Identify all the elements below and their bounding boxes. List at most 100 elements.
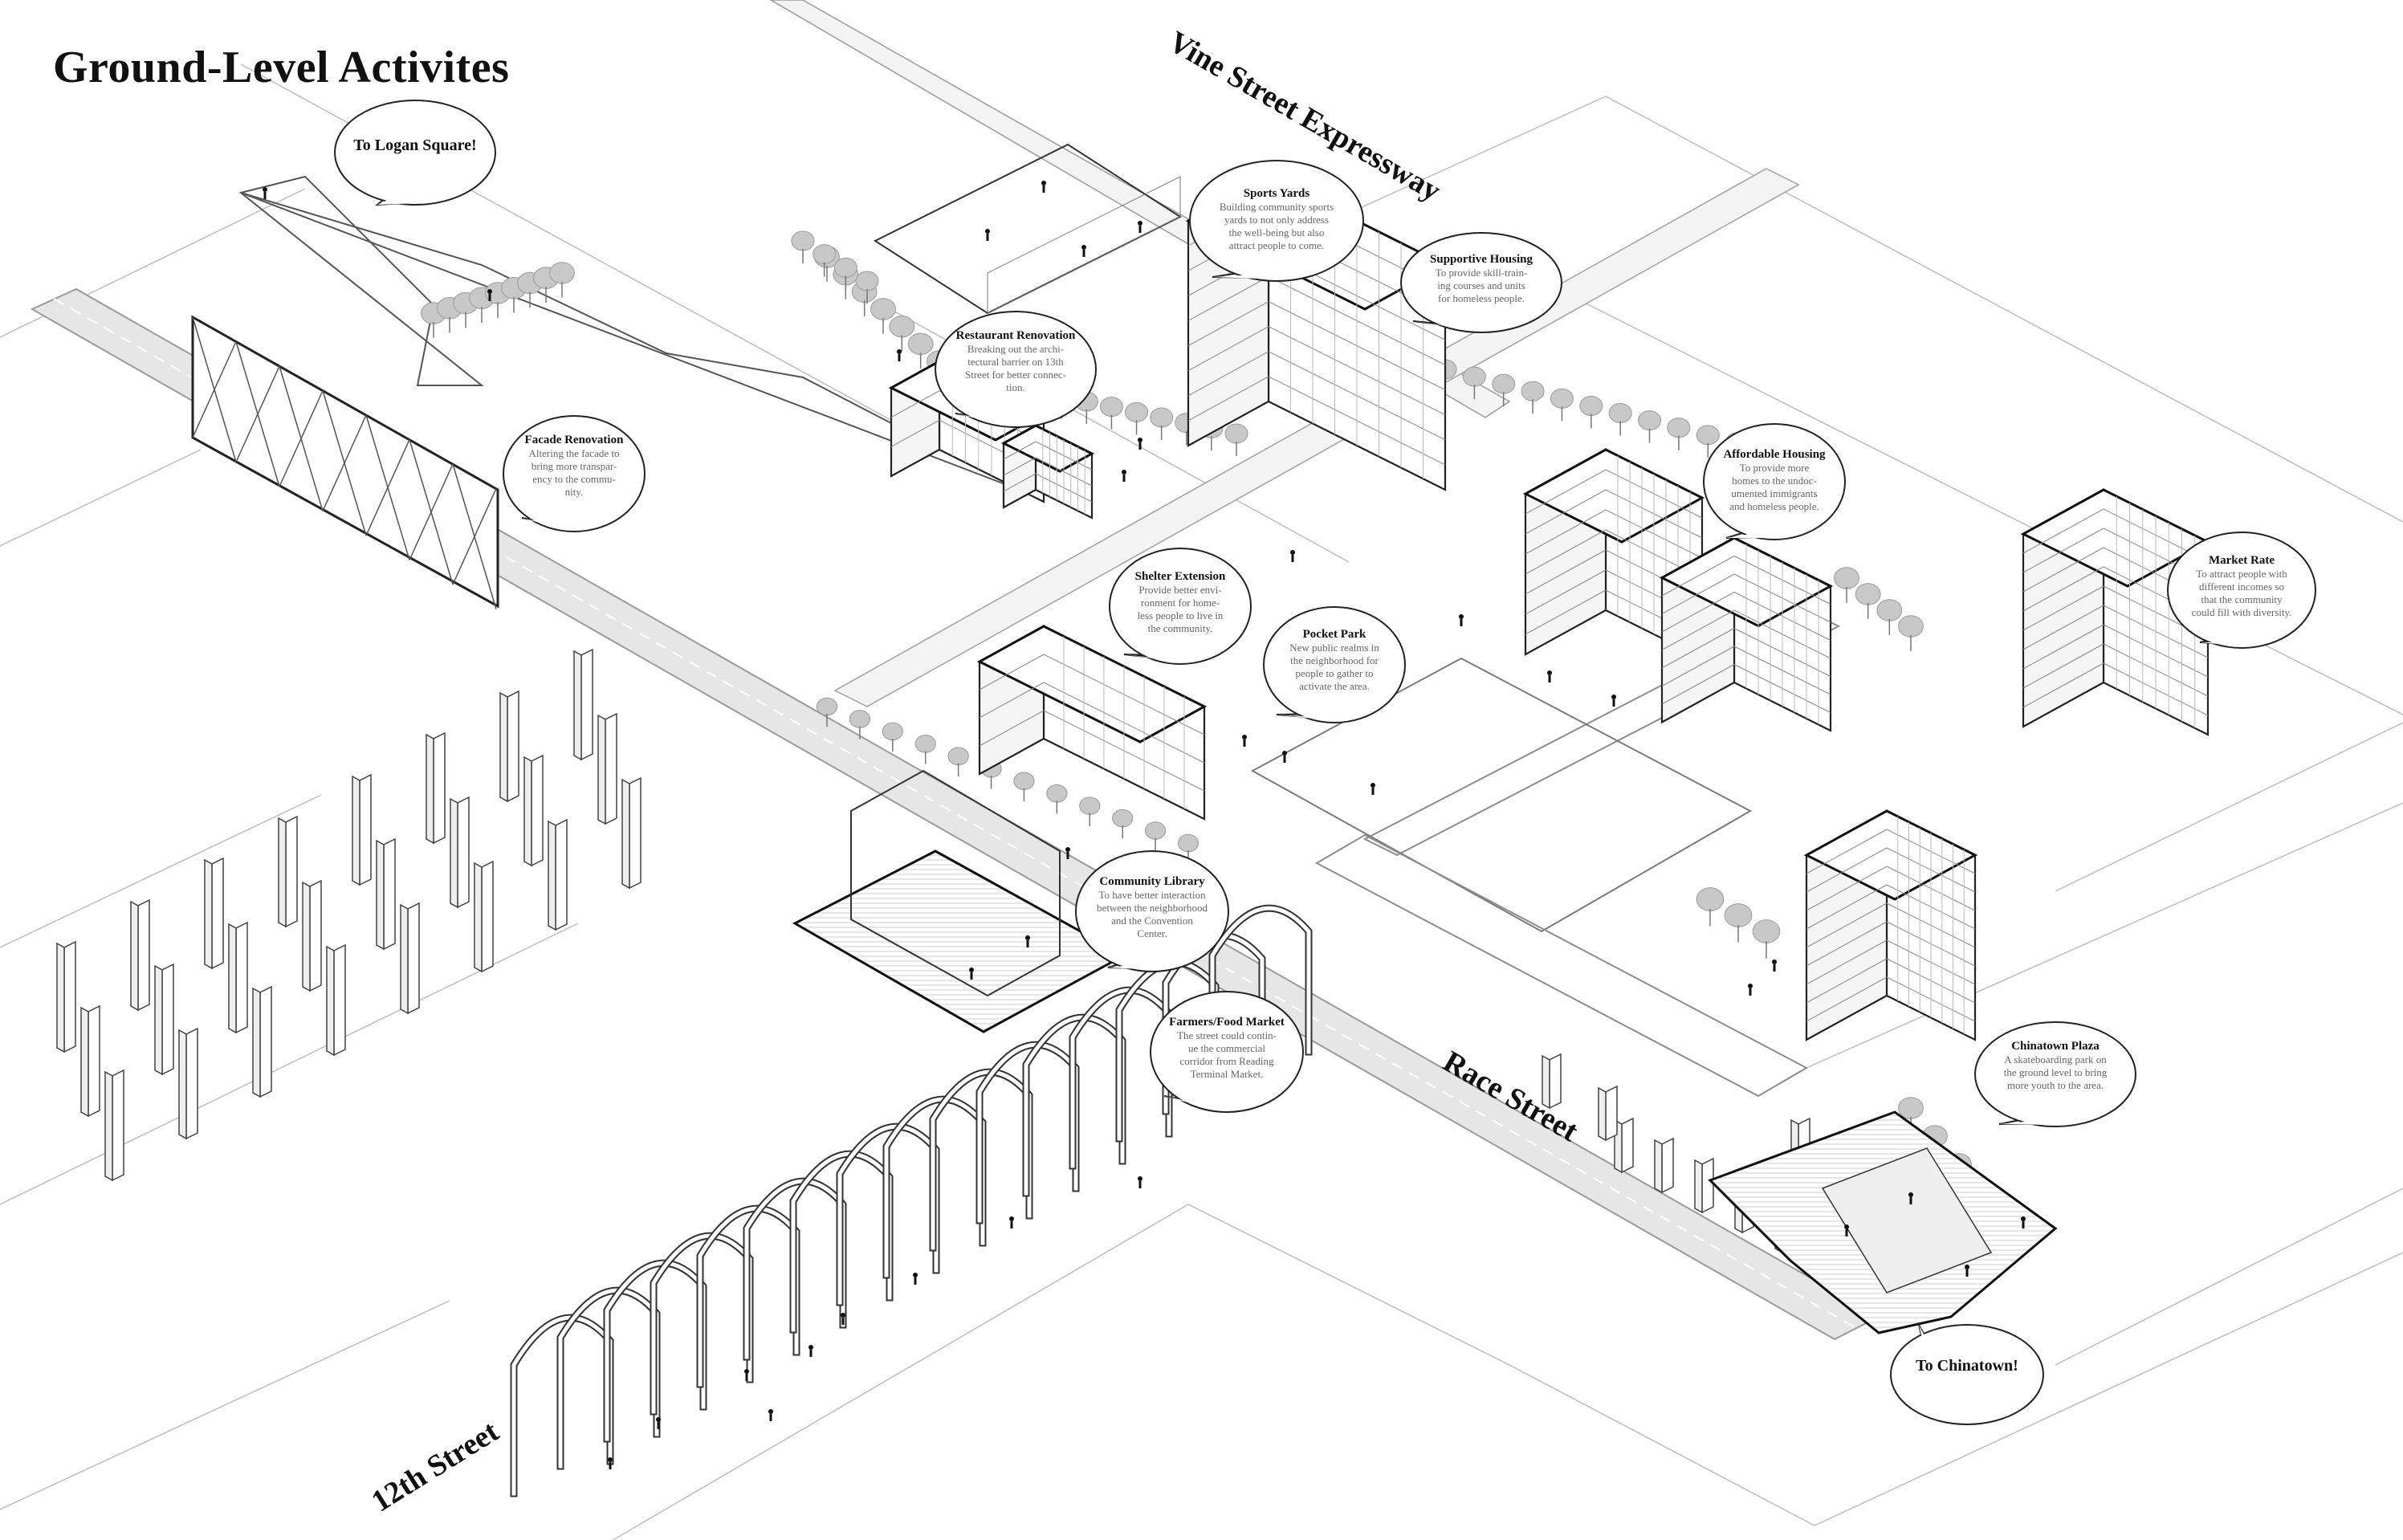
- affordable-housing-a-floor-line: [1525, 569, 1607, 615]
- page-title: Ground-Level Activites: [53, 43, 510, 92]
- tree: [1462, 366, 1486, 400]
- market-rate-lower-floor-line: [1806, 829, 1888, 874]
- affordable-housing-a-floor-line: [1525, 529, 1607, 575]
- person-head: [2021, 1216, 2026, 1221]
- tree-canopy: [855, 271, 879, 291]
- person-head: [1908, 1192, 1913, 1197]
- callout-affordable-housing-line: and homeless people.: [1729, 500, 1819, 512]
- affordable-housing-b-floor-line: [1661, 646, 1735, 686]
- column-face: [88, 1004, 100, 1118]
- market-rate-tower-floor-line: [2022, 566, 2104, 612]
- affordable-housing-a-floor-line: [1525, 549, 1607, 595]
- callout-farmers-market-title: Farmers/Food Market: [1169, 1016, 1285, 1029]
- column-side: [154, 964, 163, 1076]
- column-side: [1654, 1139, 1663, 1194]
- person-head: [768, 1409, 773, 1414]
- parcel-line: [2055, 1188, 2403, 1366]
- callout-pocket-park-title: Pocket Park: [1302, 628, 1366, 641]
- shelter-extension-floor-line: [979, 682, 1045, 719]
- tree: [907, 332, 934, 369]
- affordable-bubble-tail-fill: [1726, 533, 1776, 538]
- supportive-housing-floor-line: [1187, 276, 1269, 321]
- column-side: [352, 775, 360, 886]
- column-side: [573, 650, 582, 761]
- skate-bowl: [1821, 1147, 1993, 1294]
- library-frame: [850, 769, 1061, 997]
- tree-canopy: [1834, 567, 1859, 589]
- arch-inner: [931, 1069, 1032, 1250]
- tree: [849, 710, 871, 739]
- callout-supportive-housing-line: ing courses and units: [1437, 279, 1525, 291]
- shelter-extension-floor-line: [979, 654, 1045, 691]
- callout-shelter-extension-title: Shelter Extension: [1134, 570, 1226, 583]
- market-rate-tower-floor-line: [2022, 508, 2104, 554]
- tree: [1099, 397, 1123, 430]
- callout-shelter-extension-line: ronment for home-: [1140, 597, 1220, 609]
- tree-canopy: [1079, 796, 1101, 815]
- tree: [947, 747, 969, 777]
- tree: [791, 230, 815, 263]
- affordable-bubble-outline: [1703, 423, 1846, 540]
- affordable-housing-b-floor-line: [1661, 664, 1735, 705]
- arch-inner: [837, 1124, 939, 1305]
- chinatown-plaza-bubble-outline: [1974, 1021, 2136, 1127]
- sports-yard-fence: [873, 143, 1183, 315]
- callout-restaurant-renovation-line: Street for better connec-: [965, 369, 1066, 381]
- parcel-line: [611, 1204, 1189, 1540]
- tree-canopy: [813, 244, 837, 265]
- tree-canopy: [1492, 373, 1516, 394]
- arch-inner: [651, 1233, 752, 1414]
- callout-pocket-park: Pocket Park New public realms in the nei…: [1274, 628, 1395, 693]
- parcel-line: [0, 449, 202, 547]
- person-head: [985, 229, 990, 234]
- tree: [1125, 401, 1149, 435]
- callout-farmers-market-line: ue the commercial: [1187, 1042, 1265, 1054]
- callout-market-rate-line: that the community: [2201, 593, 2283, 605]
- callout-chinatown-plaza-line: A skateboarding park on: [2004, 1053, 2107, 1065]
- callout-facade-renovation-title: Facade Renovation: [524, 434, 624, 446]
- callout-supportive-housing: Supportive Housing To provide skill-trai…: [1413, 253, 1550, 305]
- tree: [1855, 583, 1881, 619]
- restaurant-annex-roof: [1000, 424, 1095, 473]
- tree: [1144, 821, 1167, 851]
- callout-bubbles: [334, 100, 2316, 1425]
- market-rate-lower-roof: [1803, 809, 1978, 901]
- callout-chinatown-plaza-title: Chinatown Plaza: [2011, 1040, 2100, 1053]
- person-head: [1065, 847, 1070, 852]
- facade-brace: [452, 488, 497, 585]
- person-head: [1748, 984, 1753, 988]
- callout-sports-yards-title: Sports Yards: [1243, 187, 1310, 200]
- callout-restaurant-renovation-title: Restaurant Renovation: [955, 329, 1076, 342]
- callout-affordable-housing-title: Affordable Housing: [1723, 448, 1826, 461]
- shelter-extension-roof: [976, 625, 1208, 744]
- shelter-bubble-tail-fill: [1124, 654, 1182, 662]
- column-face: [407, 902, 420, 1015]
- market-rate-lower-floor-line: [1806, 939, 1888, 985]
- callout-chinatown-plaza-line: the ground level to bring: [2003, 1066, 2108, 1078]
- parcel-line: [1509, 1364, 1815, 1526]
- column-face: [457, 796, 470, 909]
- tree-canopy: [1876, 599, 1903, 621]
- tree-canopy: [914, 735, 936, 753]
- facade-brace: [322, 414, 367, 511]
- column-side: [1542, 1054, 1550, 1110]
- tree-canopy: [882, 722, 903, 741]
- market-rate-tower-floor-line: [2022, 662, 2104, 708]
- callout-market-rate: Market Rate To attract people with diffe…: [2177, 554, 2306, 619]
- callout-to-chinatown-title: To Chinatown!: [1916, 1357, 2018, 1375]
- affordable-housing-b-floor-line: [1661, 628, 1735, 669]
- arch-inner: [511, 1315, 613, 1496]
- tree: [1667, 418, 1691, 450]
- person-head: [913, 1273, 918, 1277]
- column-side: [450, 797, 458, 909]
- logan-path: [240, 192, 1020, 491]
- column-side: [228, 923, 237, 1034]
- people-layer: [263, 181, 2026, 1469]
- tree-canopy: [1112, 809, 1134, 828]
- column-face: [333, 943, 346, 1057]
- tree: [1898, 615, 1924, 651]
- callout-restaurant-renovation-line: tectural barrier on 13th: [967, 356, 1064, 368]
- column-side: [302, 881, 311, 992]
- callout-affordable-housing-line: homes to the undoc-: [1732, 475, 1817, 487]
